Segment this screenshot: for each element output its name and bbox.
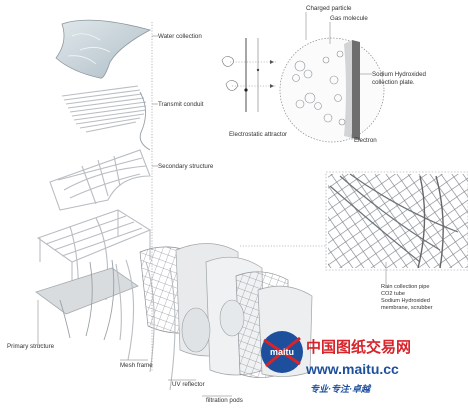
- label-filtration-pods: filtration pods: [206, 397, 243, 404]
- label-gas-molecule: Gas molecule: [330, 15, 368, 22]
- watermark-title: 中国图纸交易网: [306, 338, 411, 356]
- label-collection-plate-line1: Sodium Hydroxided: [372, 71, 427, 78]
- particle-detail-circle: Charged particle Gas molecule Sodium Hyd…: [279, 5, 427, 144]
- layer-labels: Water collection Transmit conduit Second…: [7, 33, 243, 404]
- label-primary-structure: Primary structure: [7, 343, 55, 350]
- watermark-slogan: 专业·专注·卓越: [310, 384, 372, 394]
- water-collection-layer: [55, 19, 152, 79]
- transmit-conduit-layer: [61, 85, 151, 151]
- label-scrubber-line1: Sodium Hydroxided: [381, 298, 430, 304]
- watermark-logo-text: maitu: [270, 347, 294, 357]
- label-charged-particle: Charged particle: [306, 5, 352, 12]
- label-uv-reflector: UV reflector: [172, 381, 205, 388]
- label-electrostatic-attractor: Electrostatic attractor: [229, 131, 287, 138]
- label-electron: Electron: [354, 137, 377, 144]
- label-mesh-frame: Mesh frame: [120, 362, 153, 369]
- label-transmit-conduit: Transmit conduit: [158, 101, 204, 108]
- label-collection-plate-line2: collection plate.: [372, 79, 415, 86]
- label-co2-tube: CO2 tube: [381, 291, 405, 297]
- label-scrubber-line2: membrane, scrubber: [381, 305, 433, 311]
- scrubber-detail-box: Rain collection pipe CO2 tube Sodium Hyd…: [240, 171, 468, 311]
- label-secondary-structure: Secondary structure: [158, 163, 214, 170]
- electrostatic-attractor: Electrostatic attractor: [221, 38, 287, 138]
- watermark: maitu 中国图纸交易网 www.maitu.cc 专业·专注·卓越: [261, 331, 411, 394]
- label-rain-collection-pipe: Rain collection pipe: [381, 284, 430, 290]
- primary-structure-layer: [35, 209, 152, 341]
- secondary-structure-layer: [49, 149, 151, 211]
- watermark-url: www.maitu.cc: [305, 361, 399, 377]
- label-water-collection: Water collection: [158, 33, 202, 40]
- watermark-logo: maitu: [261, 331, 303, 373]
